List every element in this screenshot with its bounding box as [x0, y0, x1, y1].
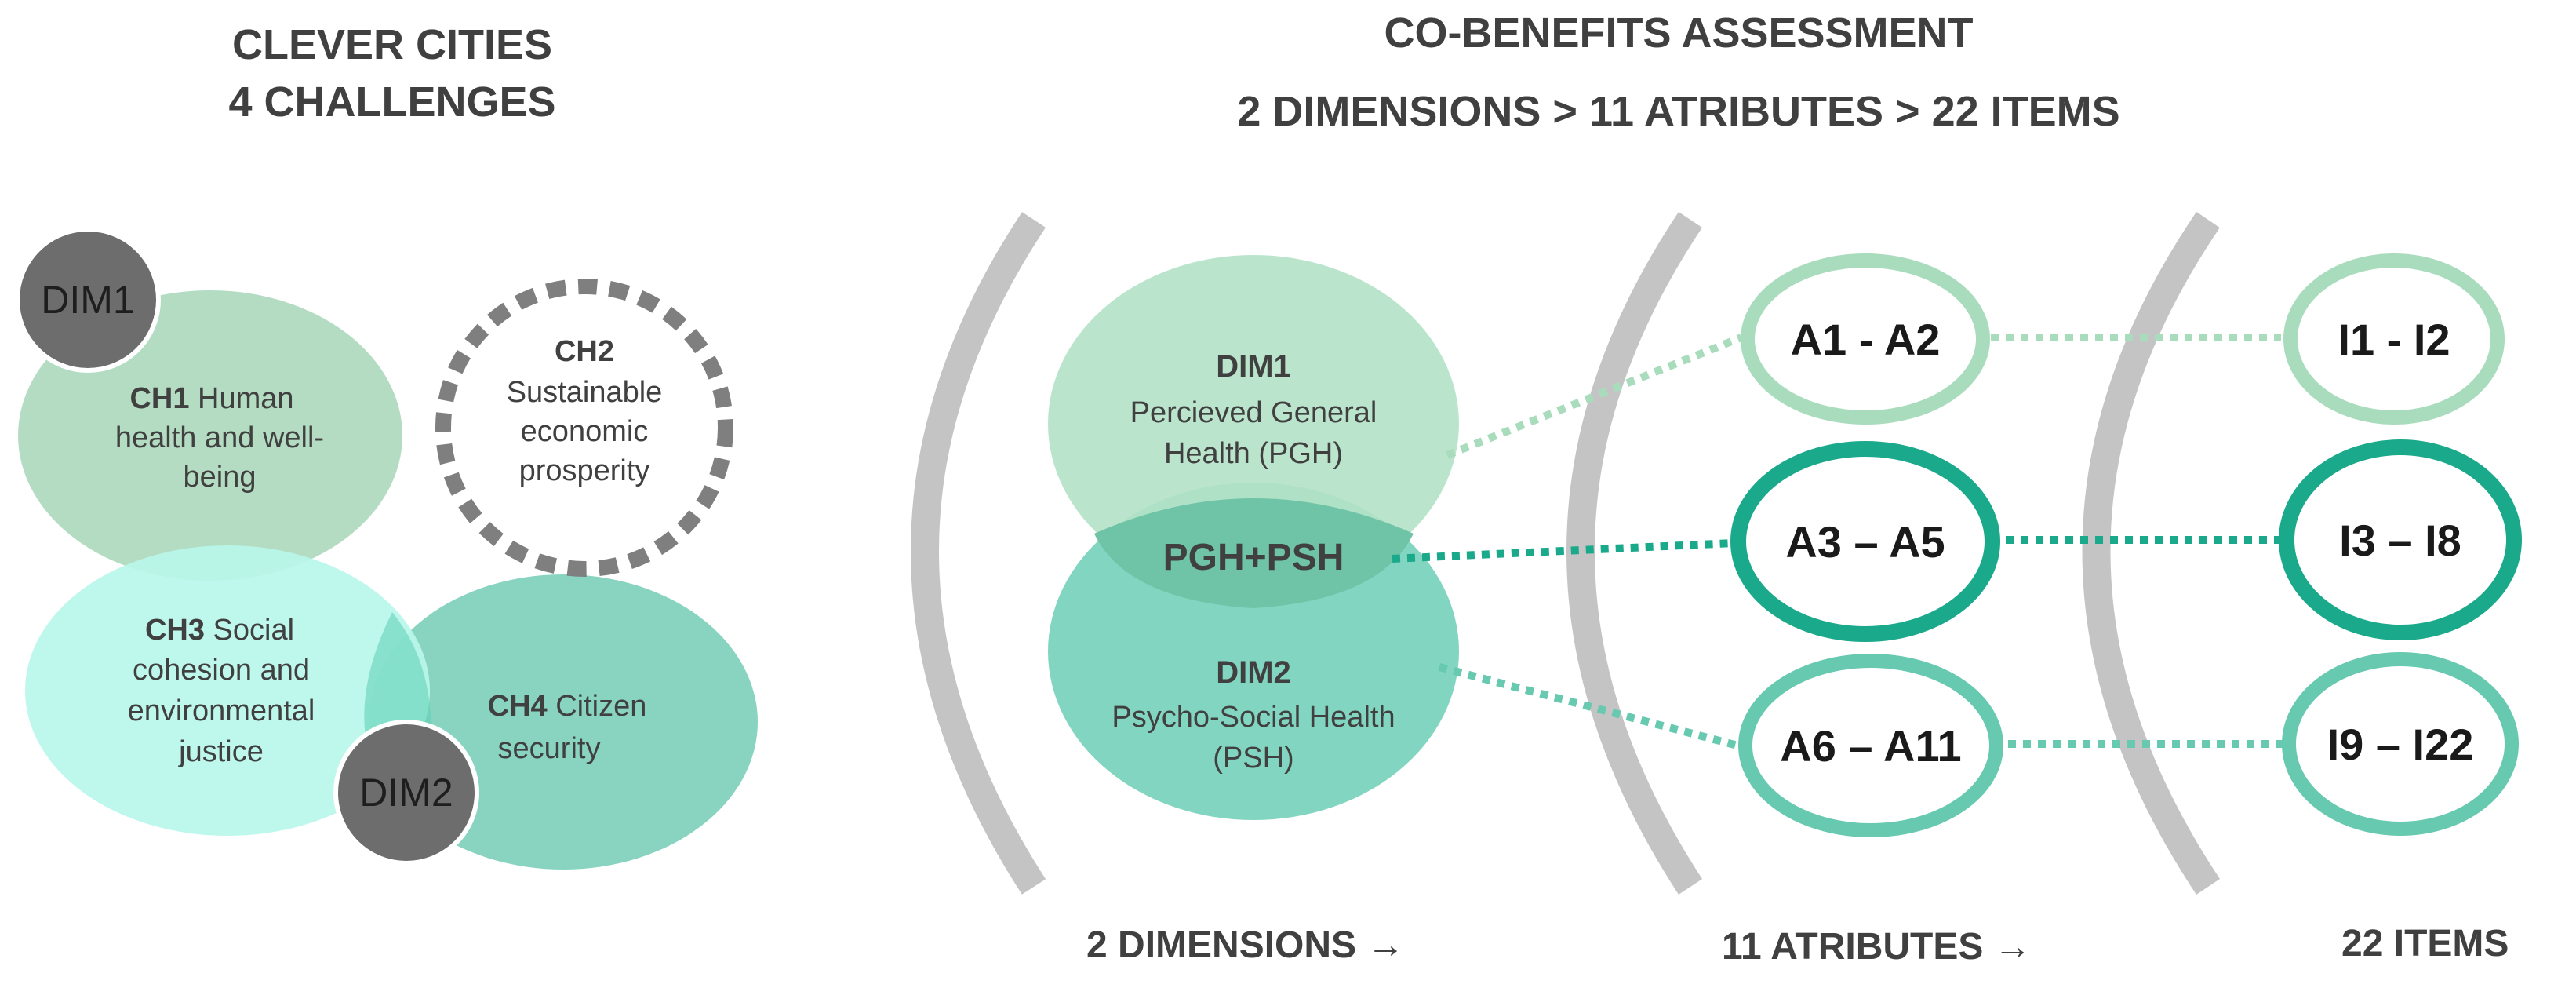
dim1-badge-label: DIM1 — [41, 278, 134, 322]
left-panel: CLEVER CITIES 4 CHALLENGES DIM1 DIM2 CH1… — [15, 21, 758, 870]
footer-items: 22 ITEMS — [2341, 923, 2509, 964]
item-i3-i8-label: I3 – I8 — [2339, 516, 2461, 565]
footer-attributes: 11 ATRIBUTES → — [1722, 926, 2032, 968]
ch2-dotted-circle — [435, 279, 733, 577]
overlap-label: PGH+PSH — [1163, 537, 1344, 578]
dim1-badge — [15, 227, 161, 373]
attr-a1-a2-ellipse — [1741, 253, 1990, 425]
ch2-line1: Sustainable — [507, 376, 663, 409]
right-title-line1: CO-BENEFITS ASSESSMENT — [1384, 9, 1973, 57]
ch2-line3: prosperity — [519, 454, 650, 487]
item-i3-i8-ellipse — [2279, 439, 2522, 640]
ch3-line1-rest: Social — [205, 614, 294, 647]
dim2-line2: (PSH) — [1213, 742, 1293, 775]
pgh-psh-overlap — [1094, 498, 1414, 608]
bracket-attributes — [1566, 212, 1703, 895]
ch4-line1-rest: Citizen — [548, 690, 647, 723]
ch2-code: CH2 — [555, 335, 614, 368]
left-title-line2: 4 CHALLENGES — [228, 78, 555, 126]
attr-a3-a5-ellipse — [1730, 441, 2000, 642]
ch1-code: CH1 — [129, 382, 189, 415]
ch3-ellipse — [25, 545, 430, 836]
item-i1-i2-label: I1 - I2 — [2338, 315, 2450, 364]
ch3-line1: CH3 Social — [145, 614, 294, 647]
attr-a6-a11-label: A6 – A11 — [1780, 721, 1961, 771]
dim1-line2: Health (PGH) — [1164, 437, 1343, 470]
dim1-title: DIM1 — [1216, 349, 1291, 384]
footer-dimensions: 2 DIMENSIONS → — [1086, 924, 1404, 966]
attr-a1-a2-label: A1 - A2 — [1791, 315, 1941, 364]
right-title-line2: 2 DIMENSIONS > 11 ATRIBUTES > 22 ITEMS — [1237, 88, 2119, 135]
attr-a6-a11-ellipse — [1738, 654, 2003, 837]
ch1-line3: being — [184, 461, 257, 494]
ch1-line1-rest: Human — [189, 382, 293, 415]
ch3-line3: environmental — [128, 695, 315, 727]
right-panel: CO-BENEFITS ASSESSMENT 2 DIMENSIONS > 11… — [911, 9, 2522, 968]
attr-a3-a5-label: A3 – A5 — [1785, 517, 1945, 567]
dim2-badge-label: DIM2 — [359, 771, 453, 815]
ch4-code: CH4 — [488, 690, 548, 723]
connector-dim2-a6 — [1438, 663, 1739, 749]
item-i1-i2-ellipse — [2283, 253, 2505, 425]
dim2-line1: Psycho-Social Health — [1112, 701, 1395, 734]
ch4-line1: CH4 Citizen — [488, 690, 647, 723]
ch4-line2: security — [498, 732, 601, 765]
ch3-line4: justice — [178, 735, 264, 768]
ch1-line1: CH1 Human — [129, 382, 293, 415]
ch3-line2: cohesion and — [133, 654, 310, 687]
connector-overlap-a3 — [1392, 539, 1734, 563]
dim2-title: DIM2 — [1216, 655, 1291, 690]
bracket-dimensions — [911, 212, 1046, 895]
ch2-line2: economic — [521, 415, 649, 448]
left-title-line1: CLEVER CITIES — [232, 21, 552, 68]
dim1-ellipse — [1048, 255, 1459, 592]
bracket-items — [2082, 211, 2221, 895]
item-i9-i22-label: I9 – I22 — [2327, 720, 2474, 769]
ch3-code: CH3 — [145, 614, 205, 647]
item-i9-i22-ellipse — [2282, 652, 2519, 836]
dim1-line1: Percieved General — [1130, 396, 1377, 429]
ch1-line2: health and well- — [115, 421, 324, 454]
dim2-badge — [333, 720, 479, 866]
